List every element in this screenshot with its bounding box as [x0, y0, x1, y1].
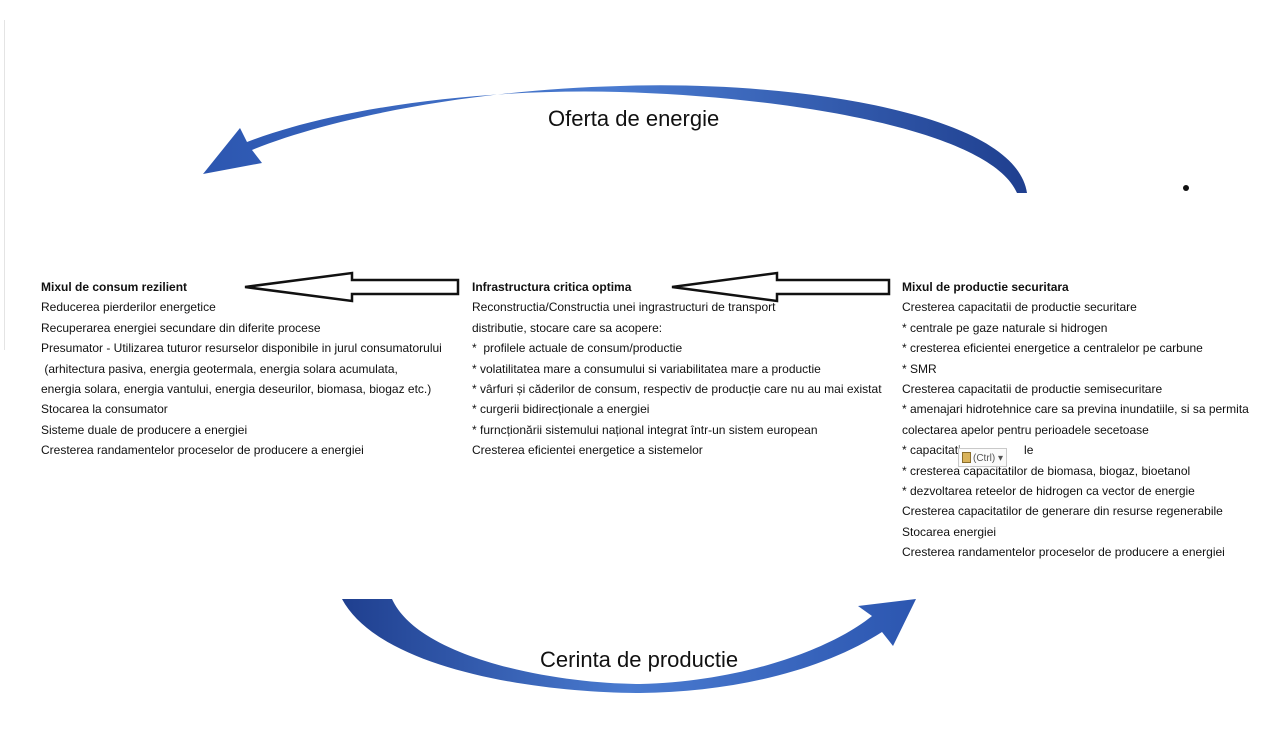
column-line: Cresterea capacitatii de productie secur… — [902, 300, 1137, 315]
top-curved-arrow — [203, 85, 1027, 193]
chevron-down-icon: ▾ — [995, 453, 1004, 464]
column-line: * SMR — [902, 361, 937, 376]
column-title: Mixul de productie securitara — [902, 280, 1069, 294]
column-line: energia solara, energia vantului, energi… — [41, 382, 432, 397]
bottom-curved-arrow — [342, 599, 916, 693]
column-secure-production-mix: Mixul de productie securitara Cresterea … — [902, 277, 1249, 563]
column-line: Cresterea randamentelor proceselor de pr… — [902, 545, 1225, 560]
column-title: Infrastructura critica optima — [472, 280, 632, 294]
paste-options-button[interactable]: (Ctrl) ▾ — [958, 448, 1008, 467]
arrow-middle-to-left — [244, 271, 460, 303]
column-line: Cresterea randamentelor proceselor de pr… — [41, 443, 364, 458]
top-arc-label: Oferta de energie — [548, 106, 720, 131]
column-line: * amenajari hidrotehnice care sa previna… — [902, 402, 1249, 417]
column-line: Cresterea eficientei energetice a sistem… — [472, 443, 703, 458]
column-line: colectarea apelor pentru perioadele sece… — [902, 422, 1149, 437]
arrow-right-to-middle — [671, 271, 891, 303]
column-line: * cresterea eficientei energetice a cent… — [902, 341, 1203, 356]
column-line: distributie, stocare care sa acopere: — [472, 320, 663, 335]
column-line: Cresterea capacitatii de productie semis… — [902, 382, 1163, 397]
column-line: * profilele actuale de consum/productie — [472, 341, 683, 356]
paste-options-label: (Ctrl) — [973, 453, 996, 464]
column-line: Reducerea pierderilor energetice — [41, 300, 216, 315]
column-line: * volatilitatea mare a consumului si var… — [472, 361, 821, 376]
bullet-dot — [1183, 185, 1189, 191]
column-line: * cresterea capacitatilor de biomasa, bi… — [902, 463, 1191, 478]
column-line: Recuperarea energiei secundare din difer… — [41, 320, 321, 335]
column-line: Stocarea energiei — [902, 524, 997, 539]
column-line: Reconstructia/Constructia unei ingrastru… — [472, 300, 776, 315]
column-line: Presumator - Utilizarea tuturor resursel… — [41, 341, 442, 356]
column-critical-infrastructure: Infrastructura critica optima Reconstruc… — [472, 277, 882, 461]
column-line: * curgerii bidirecționale a energiei — [472, 402, 650, 417]
column-line: * furncționării sistemului național inte… — [472, 422, 818, 437]
column-line: * centrale pe gaze naturale si hidrogen — [902, 320, 1108, 335]
bottom-arc-label: Cerinta de productie — [540, 647, 739, 672]
column-consumption-mix: Mixul de consum rezilient Reducerea pier… — [41, 277, 442, 461]
clipboard-icon — [962, 452, 971, 463]
column-line: Cresterea capacitatilor de generare din … — [902, 504, 1223, 519]
column-line: * vârfuri și căderilor de consum, respec… — [472, 382, 882, 397]
column-line: Sisteme duale de producere a energiei — [41, 422, 248, 437]
column-line: * dezvoltarea reteelor de hidrogen ca ve… — [902, 484, 1195, 499]
page-edge-line — [4, 20, 5, 350]
column-line: Stocarea la consumator — [41, 402, 168, 417]
column-title: Mixul de consum rezilient — [41, 280, 188, 294]
column-line: * capacitati le — [902, 443, 1034, 458]
column-line: (arhitectura pasiva, energia geotermala,… — [41, 361, 398, 376]
